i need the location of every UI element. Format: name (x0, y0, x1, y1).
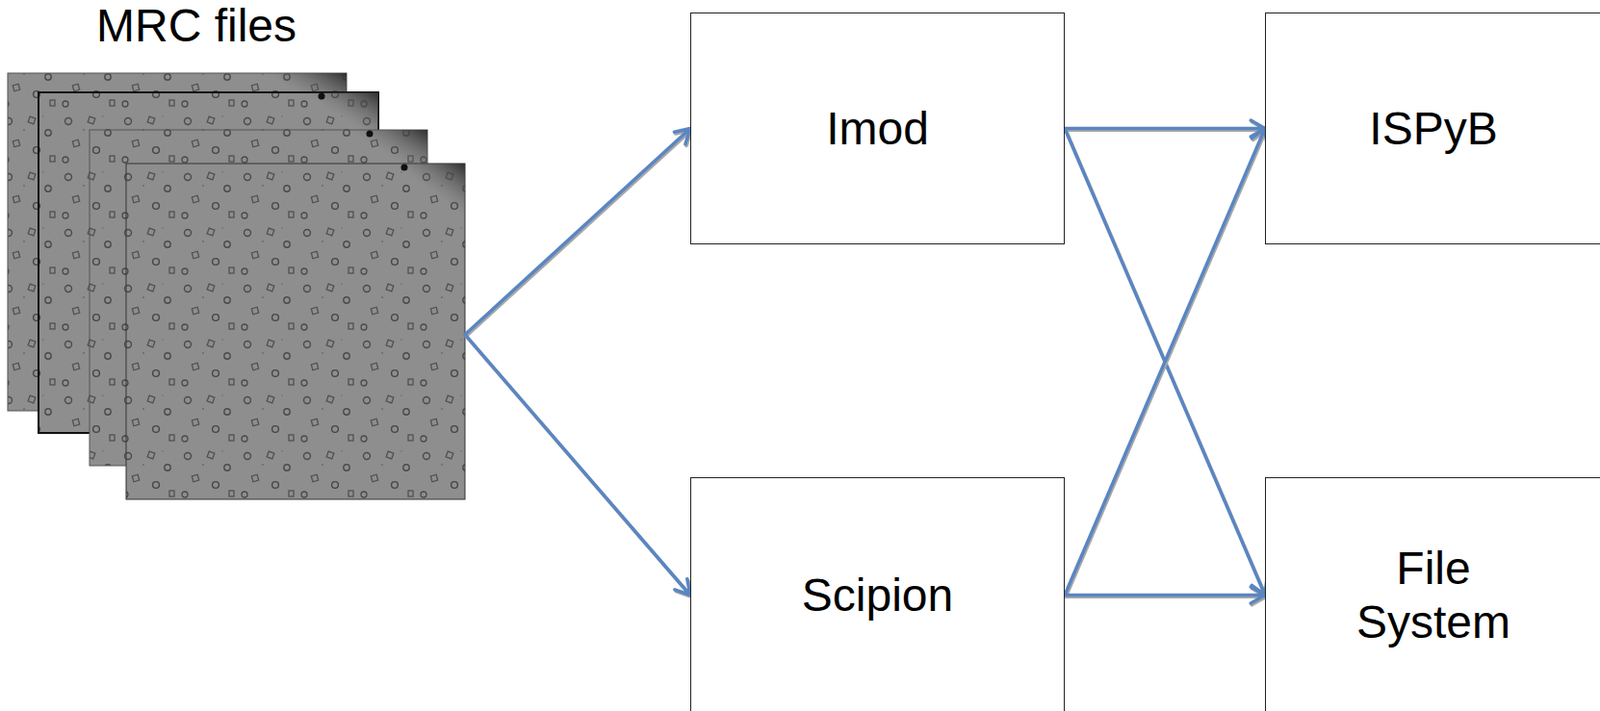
box-label: ISPyB (1368, 102, 1497, 155)
stack-label: MRC files (96, 0, 297, 52)
storage-box: File System (1264, 477, 1600, 711)
box-label: File System (1327, 541, 1540, 648)
flow-arrow (1064, 587, 1266, 606)
box-label: Imod (825, 102, 930, 155)
flow-arrow (1064, 129, 1268, 598)
storage-box: ISPyB (1264, 12, 1600, 245)
flow-arrow (464, 129, 692, 337)
micrograph (126, 163, 465, 500)
flow-arrow (1064, 120, 1266, 139)
flow-arrow (464, 335, 692, 598)
flow-arrow (1064, 129, 1268, 598)
process-box: Scipion (690, 477, 1065, 711)
file-stack: MRC files (0, 0, 465, 500)
process-box: Imod (690, 12, 1065, 245)
box-label: Scipion (801, 568, 954, 622)
